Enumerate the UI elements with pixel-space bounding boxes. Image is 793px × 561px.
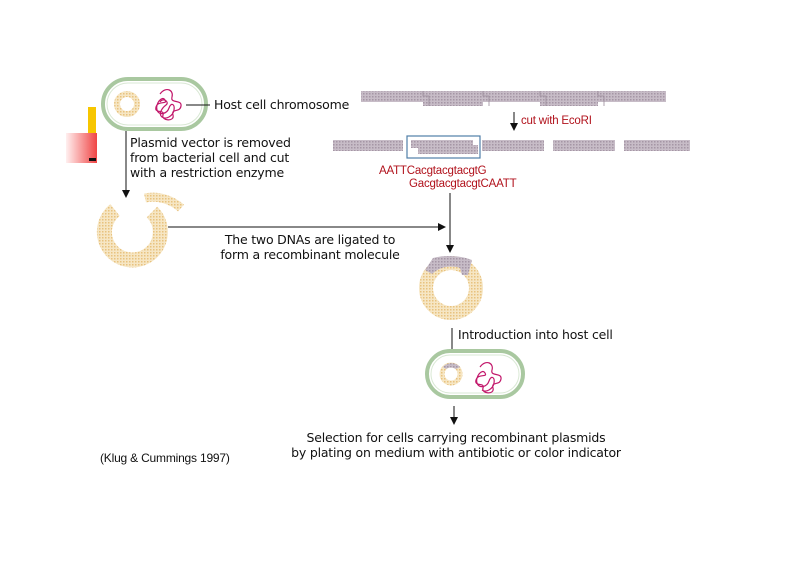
citation: (Klug & Cummings 1997) — [100, 451, 230, 465]
fragment-highlight-box — [406, 135, 481, 159]
slide-decoration-yellow-bar — [88, 107, 96, 133]
sticky-end-bottom: GacgtacgtacgtCAATT — [409, 178, 517, 190]
sticky-end-top: AATTCacgtacgtacgtG — [379, 165, 487, 177]
introduction-label: Introduction into host cell — [458, 327, 613, 342]
donor-dna-strand — [361, 91, 666, 106]
plasmid-removed-label: Plasmid vector is removed from bacterial… — [130, 135, 291, 180]
dna-fragment — [333, 140, 403, 151]
cut-with-ecori-label: cut with EcoRI — [521, 115, 592, 127]
selection-line: by plating on medium with antibiotic or … — [291, 445, 621, 460]
chromosome-icon — [475, 361, 502, 394]
dna-fragments — [333, 135, 690, 159]
dna-fragment — [624, 140, 690, 151]
plasmid-removed-line: from bacterial cell and cut — [130, 150, 290, 165]
slide-decoration-dash — [89, 158, 96, 161]
host-cell-top — [101, 77, 210, 131]
chromosome-icon — [155, 88, 182, 121]
ligated-line: The two DNAs are ligated to — [224, 232, 396, 247]
ligated-line: form a recombinant molecule — [220, 247, 400, 262]
ligated-label: The two DNAs are ligated to form a recom… — [200, 232, 420, 262]
dna-fragment — [482, 140, 544, 151]
host-cell-bottom — [425, 349, 525, 399]
plasmid-removed-line: with a restriction enzyme — [130, 165, 284, 180]
cut-plasmid — [96, 192, 184, 268]
plasmid-removed-line: Plasmid vector is removed — [130, 135, 291, 150]
selection-line: Selection for cells carrying recombinant… — [306, 430, 606, 445]
plasmid-ring-icon — [114, 91, 140, 117]
recombinant-plasmid — [419, 255, 483, 320]
dna-fragment-selected — [411, 140, 473, 148]
selection-label: Selection for cells carrying recombinant… — [266, 430, 646, 460]
dna-fragment — [553, 140, 615, 151]
host-chromosome-label: Host cell chromosome — [214, 97, 350, 112]
